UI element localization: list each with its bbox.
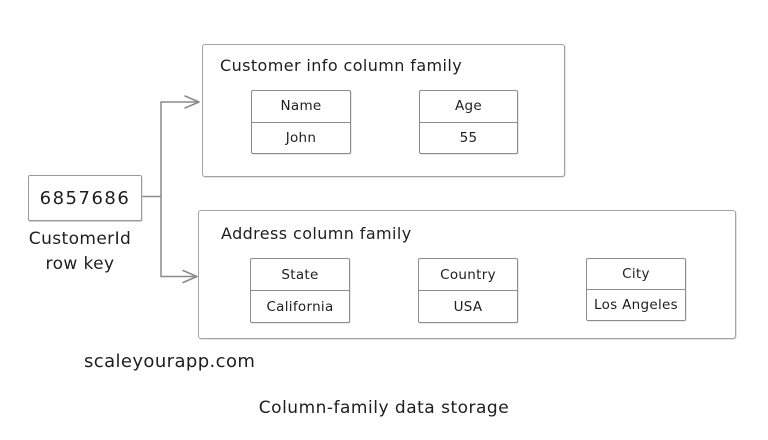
address-family-box: Address column family State California C… <box>198 210 736 339</box>
cell-country: Country USA <box>418 258 518 323</box>
cell-age-column-label: Age <box>420 91 517 123</box>
cell-state: State California <box>250 258 350 323</box>
cell-city-column-label: City <box>587 259 685 290</box>
row-key-label-line1: CustomerId <box>28 229 132 249</box>
cell-city-value: Los Angeles <box>594 297 678 313</box>
cell-name: Name John <box>251 90 351 154</box>
customer-info-family-title: Customer info column family <box>220 56 463 75</box>
address-family-title: Address column family <box>221 224 412 243</box>
cell-name-column-label: Name <box>252 91 350 123</box>
diagram-caption: Column-family data storage <box>258 398 510 418</box>
cell-state-column-label: State <box>251 259 349 291</box>
cell-country-column-label: Country <box>419 259 517 291</box>
arrow-bottom-head-icon <box>182 269 198 284</box>
watermark-text: scaleyourapp.com <box>84 351 256 372</box>
row-key-label: CustomerId row key <box>4 227 156 277</box>
cell-city: City Los Angeles <box>586 258 686 321</box>
customer-info-family-box: Customer info column family Name John Ag… <box>202 44 565 177</box>
cell-country-value: USA <box>453 298 483 315</box>
row-key-box: 6857686 <box>28 175 142 221</box>
cell-age-value: 55 <box>459 129 478 146</box>
cell-state-value: California <box>266 298 334 315</box>
arrow-top-head-icon <box>184 95 200 109</box>
row-key-value: 6857686 <box>39 187 131 209</box>
cell-name-value: John <box>285 129 317 146</box>
cell-age: Age 55 <box>419 90 518 154</box>
row-key-label-line2: row key <box>45 254 115 274</box>
